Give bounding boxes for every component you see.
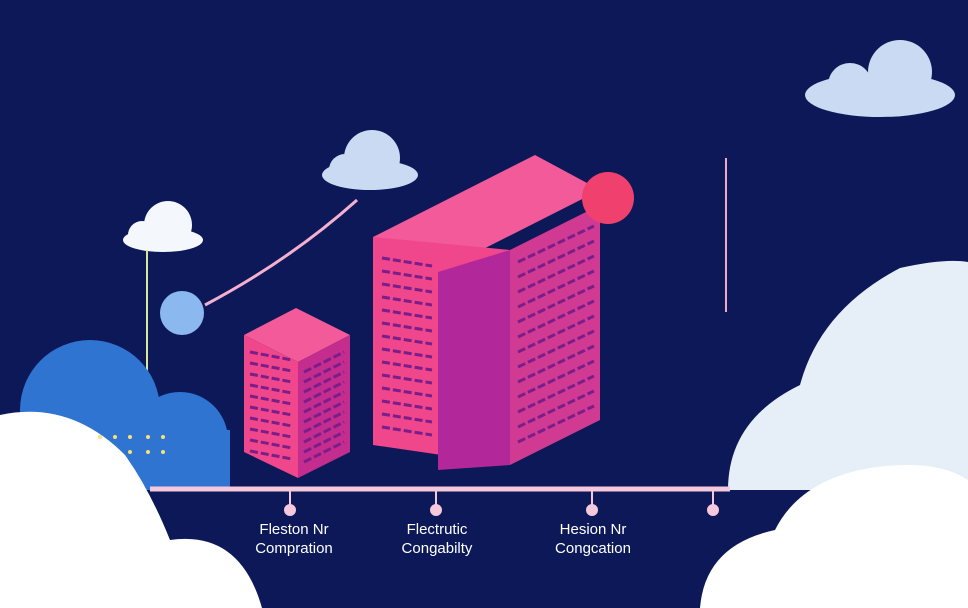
building-windows	[249, 224, 595, 464]
building-small	[244, 308, 350, 478]
window-slit	[249, 394, 293, 406]
window-slit	[381, 347, 433, 359]
window-slit	[303, 420, 345, 444]
window-slit	[381, 282, 433, 294]
cloud-small-left	[123, 201, 203, 252]
window-slit	[381, 295, 433, 307]
window-slit	[517, 404, 595, 444]
window-slit	[303, 400, 345, 424]
label-line1: Flectrutic	[406, 521, 468, 538]
window-slit	[381, 321, 433, 333]
window-slit	[517, 224, 595, 264]
window-slit	[249, 449, 293, 461]
window-slit	[517, 299, 595, 339]
window-slit	[381, 308, 433, 320]
window-slit	[303, 380, 345, 404]
window-slit	[303, 390, 345, 414]
window-slit	[249, 438, 293, 450]
timeline-markers	[284, 489, 719, 516]
window-slit	[249, 361, 293, 373]
label-line2: Compration	[255, 540, 333, 557]
label-line1: Hesion Nr	[559, 521, 627, 538]
window-slit	[381, 386, 433, 398]
label-line2: Congcation	[555, 540, 631, 557]
window-slit	[517, 239, 595, 279]
window-slit	[303, 370, 345, 394]
label-line1: Fleston Nr	[259, 521, 329, 538]
timeline-label-3: Hesion Nr Congcation	[513, 520, 673, 558]
window-slit	[249, 350, 293, 362]
building-large	[373, 155, 600, 470]
window-slit	[381, 334, 433, 346]
window-slit	[381, 412, 433, 424]
window-slit	[517, 374, 595, 414]
window-slit	[303, 440, 345, 464]
window-slit	[303, 350, 345, 374]
cloud-bottom-right	[700, 464, 968, 608]
window-slit	[381, 399, 433, 411]
timeline-label-2: Flectrutic Congabilty	[357, 520, 517, 558]
window-slit	[303, 410, 345, 434]
window-slit	[381, 360, 433, 372]
node-circle-blue	[160, 291, 204, 335]
window-slit	[517, 314, 595, 354]
cloud-right	[728, 260, 968, 490]
window-slit	[517, 344, 595, 384]
window-slit	[381, 256, 433, 268]
label-line2: Congabilty	[401, 540, 473, 557]
cloud-small-center	[322, 130, 418, 190]
window-slit	[517, 329, 595, 369]
cloud-top-right	[805, 40, 955, 117]
window-slit	[517, 269, 595, 309]
cloud-bottom-left	[0, 411, 262, 608]
window-slit	[249, 383, 293, 395]
window-slit	[249, 427, 293, 439]
window-slit	[381, 425, 433, 437]
connector-curve	[204, 198, 359, 307]
window-slit	[381, 373, 433, 385]
node-circle-pink	[582, 172, 634, 224]
window-slit	[249, 372, 293, 384]
window-slit	[303, 360, 345, 384]
window-slit	[303, 430, 345, 454]
window-slit	[517, 389, 595, 429]
window-slit	[517, 254, 595, 294]
window-slit	[249, 405, 293, 417]
timeline-label-1: Fleston Nr Compration	[214, 520, 374, 558]
window-slit	[381, 269, 433, 281]
window-slit	[517, 284, 595, 324]
window-slit	[517, 359, 595, 399]
sparkle-dots	[98, 435, 165, 454]
window-slit	[249, 416, 293, 428]
